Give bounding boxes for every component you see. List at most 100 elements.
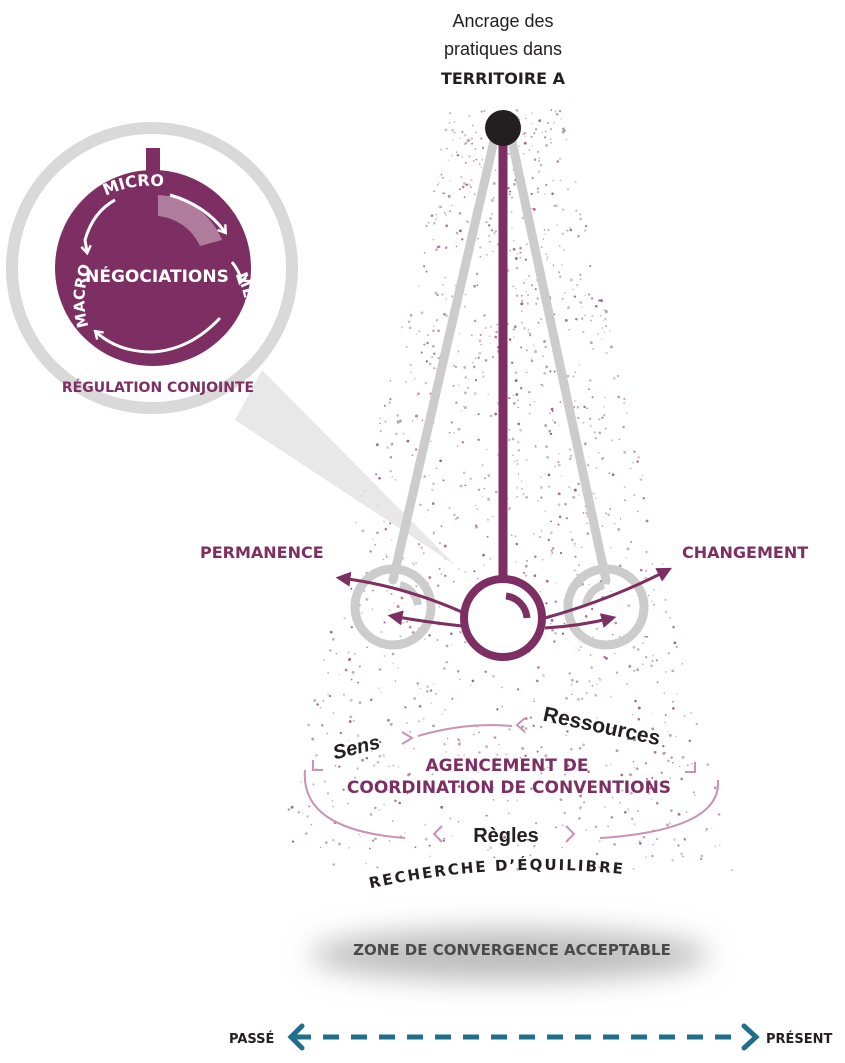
stipple-dot — [648, 594, 650, 597]
stipple-dot — [554, 110, 557, 113]
stipple-dot — [637, 810, 639, 812]
stipple-dot — [545, 365, 549, 369]
stipple-dot — [530, 358, 533, 360]
stipple-dot — [494, 230, 498, 233]
stipple-dot — [466, 139, 470, 142]
stipple-dot — [300, 781, 302, 783]
stipple-dot — [660, 771, 663, 775]
stipple-dot — [682, 855, 685, 858]
stipple-dot — [457, 821, 460, 823]
stipple-dot — [512, 394, 515, 397]
stipple-dot — [669, 777, 671, 779]
stipple-dot — [566, 730, 569, 733]
stipple-dot — [461, 185, 465, 189]
stipple-dot — [479, 255, 482, 258]
stipple-dot — [331, 800, 334, 802]
stipple-dot — [457, 384, 460, 387]
stipple-dot — [614, 652, 616, 655]
corner-left-icon — [312, 760, 323, 771]
stipple-dot — [438, 567, 441, 571]
stipple-dot — [651, 798, 653, 800]
stipple-dot — [390, 539, 393, 541]
string-right — [505, 127, 611, 585]
stipple-dot — [609, 763, 612, 766]
stipple-dot — [534, 288, 537, 291]
stipple-dot — [603, 396, 606, 399]
stipple-dot — [464, 142, 467, 146]
stipple-dot — [322, 659, 325, 662]
stipple-dot — [588, 866, 591, 869]
stipple-dot — [623, 402, 625, 404]
stipple-dot — [459, 678, 461, 680]
stipple-dot — [561, 127, 565, 131]
stipple-dot — [468, 183, 471, 186]
stipple-dot — [307, 723, 310, 727]
stipple-dot — [557, 492, 561, 496]
stipple-dot — [609, 345, 613, 349]
stipple-dot — [673, 838, 676, 841]
stipple-dot — [481, 158, 484, 161]
stipple-dot — [471, 142, 473, 145]
stipple-dot — [342, 693, 346, 696]
stipple-dot — [583, 723, 586, 726]
stipple-dot — [457, 445, 459, 447]
stipple-dot — [614, 621, 618, 625]
stipple-dot — [480, 110, 483, 113]
stipple-dot — [533, 574, 537, 578]
stipple-dot — [384, 420, 387, 423]
stipple-dot — [584, 442, 587, 446]
swing-arrow-left-2 — [387, 610, 463, 628]
stipple-dot — [615, 671, 619, 674]
stipple-dot — [470, 334, 473, 337]
chevron-left-regles-icon — [432, 825, 443, 843]
stipple-dot — [385, 555, 388, 558]
corner-right-icon — [685, 762, 696, 773]
stipple-dot — [672, 700, 675, 703]
stipple-dot — [444, 277, 446, 279]
stipple-dot — [656, 681, 659, 684]
stipple-dot — [350, 587, 353, 590]
stipple-dot — [432, 329, 435, 333]
stipple-dot — [388, 401, 391, 404]
stipple-dot — [588, 584, 590, 586]
stipple-dot — [455, 151, 458, 153]
stipple-dot — [534, 350, 537, 354]
stipple-dot — [379, 430, 382, 433]
stipple-dot — [492, 181, 496, 185]
stipple-dot — [444, 128, 448, 132]
stipple-dot — [617, 395, 621, 399]
stipple-dot — [480, 343, 482, 346]
stipple-dot — [536, 499, 540, 503]
stipple-dot — [566, 188, 570, 191]
pivot — [485, 110, 521, 146]
stipple-dot — [332, 839, 335, 842]
stipple-dot — [536, 750, 539, 753]
stipple-dot — [457, 427, 461, 431]
stipple-dot — [548, 485, 551, 488]
stipple-dot — [556, 224, 559, 227]
stipple-dot — [626, 789, 630, 792]
stipple-dot — [432, 344, 435, 348]
stipple-dot — [655, 659, 658, 662]
stipple-dot — [603, 331, 605, 333]
stipple-dot — [626, 737, 630, 741]
stipple-dot — [523, 326, 526, 330]
stipple-dot — [428, 362, 432, 366]
stipple-dot — [579, 213, 581, 216]
stipple-dot — [525, 495, 528, 499]
stipple-dot — [589, 264, 592, 268]
stipple-dot — [516, 399, 519, 402]
stipple-dot — [569, 454, 573, 457]
stipple-dot — [493, 197, 495, 199]
stipple-dot — [471, 361, 475, 364]
stipple-dot — [580, 546, 583, 549]
stipple-dot — [532, 208, 536, 211]
stipple-dot — [547, 538, 551, 542]
stipple-dot — [544, 233, 546, 235]
stipple-dot — [423, 475, 426, 478]
stipple-dot — [596, 683, 598, 685]
stipple-dot — [327, 693, 329, 696]
stipple-dot — [348, 846, 351, 849]
stipple-dot — [612, 376, 616, 380]
